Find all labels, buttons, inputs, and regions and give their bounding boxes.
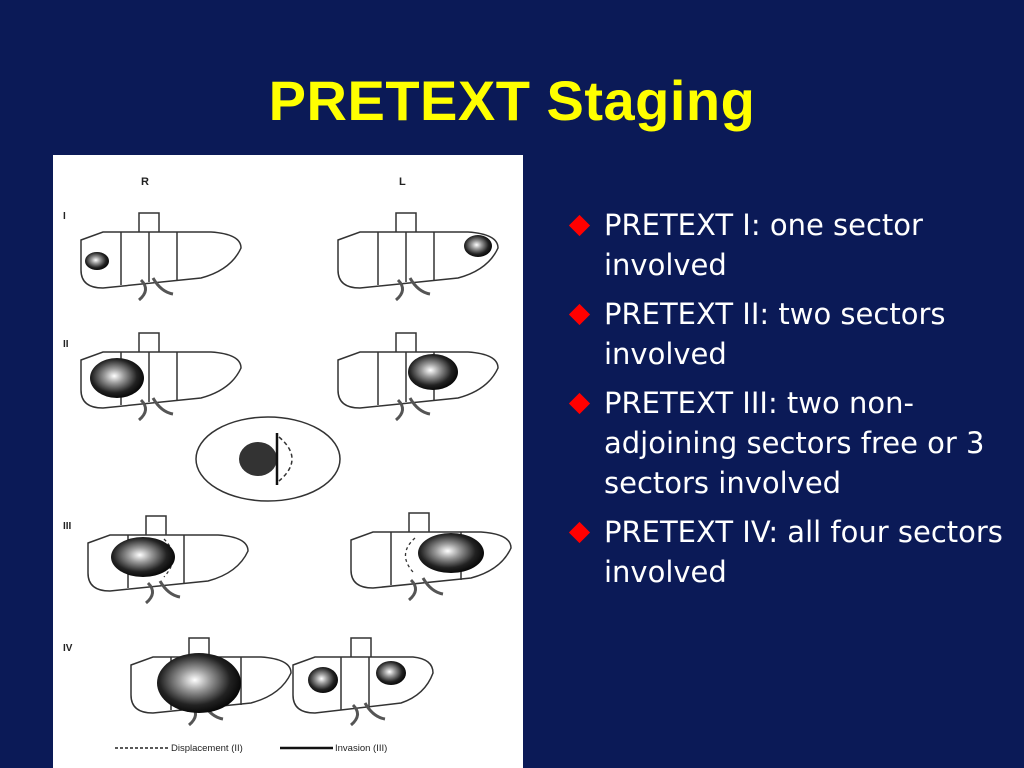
label-right: R <box>141 176 149 188</box>
stage-label-ii: II <box>63 339 69 350</box>
pretext-staging-diagram: R L I II III IV <box>53 155 523 768</box>
bullet-text: PRETEXT III: two non-adjoining sectors f… <box>604 386 985 500</box>
liver-stage-iii-left <box>350 512 512 602</box>
stage-label-i: I <box>63 211 66 222</box>
red-diamond-bullet-icon <box>568 303 591 326</box>
liver-stage-iv-multifocal <box>292 637 434 727</box>
liver-stage-ii-right <box>80 332 242 422</box>
bullet-text: PRETEXT I: one sector involved <box>604 208 923 282</box>
bullet-item: PRETEXT IV: all four sectors involved <box>568 512 1008 592</box>
bullet-item: PRETEXT I: one sector involved <box>568 205 1008 285</box>
liver-stage-iv-large <box>130 637 292 727</box>
bullet-list: PRETEXT I: one sector involved PRETEXT I… <box>568 205 1008 601</box>
stage-label-iv: IV <box>63 643 73 654</box>
liver-stage-i-left <box>337 212 499 302</box>
bullet-item: PRETEXT III: two non-adjoining sectors f… <box>568 383 1008 503</box>
label-left: L <box>399 176 406 188</box>
bullet-text: PRETEXT IV: all four sectors involved <box>604 515 1003 589</box>
diagram-legend: Displacement (II) Invasion (III) <box>115 743 387 754</box>
legend-invasion: Invasion (III) <box>335 743 387 754</box>
bullet-item: PRETEXT II: two sectors involved <box>568 294 1008 374</box>
slide-title: PRETEXT Staging <box>268 69 756 132</box>
red-diamond-bullet-icon <box>568 214 591 237</box>
liver-cross-section <box>195 416 341 502</box>
red-diamond-bullet-icon <box>568 521 591 544</box>
liver-stage-i-right <box>80 212 242 302</box>
liver-stage-ii-left <box>337 332 499 422</box>
red-diamond-bullet-icon <box>568 392 591 415</box>
liver-stage-iii-right <box>87 515 249 605</box>
bullet-text: PRETEXT II: two sectors involved <box>604 297 946 371</box>
stage-label-iii: III <box>63 521 72 532</box>
legend-displacement: Displacement (II) <box>171 743 243 754</box>
